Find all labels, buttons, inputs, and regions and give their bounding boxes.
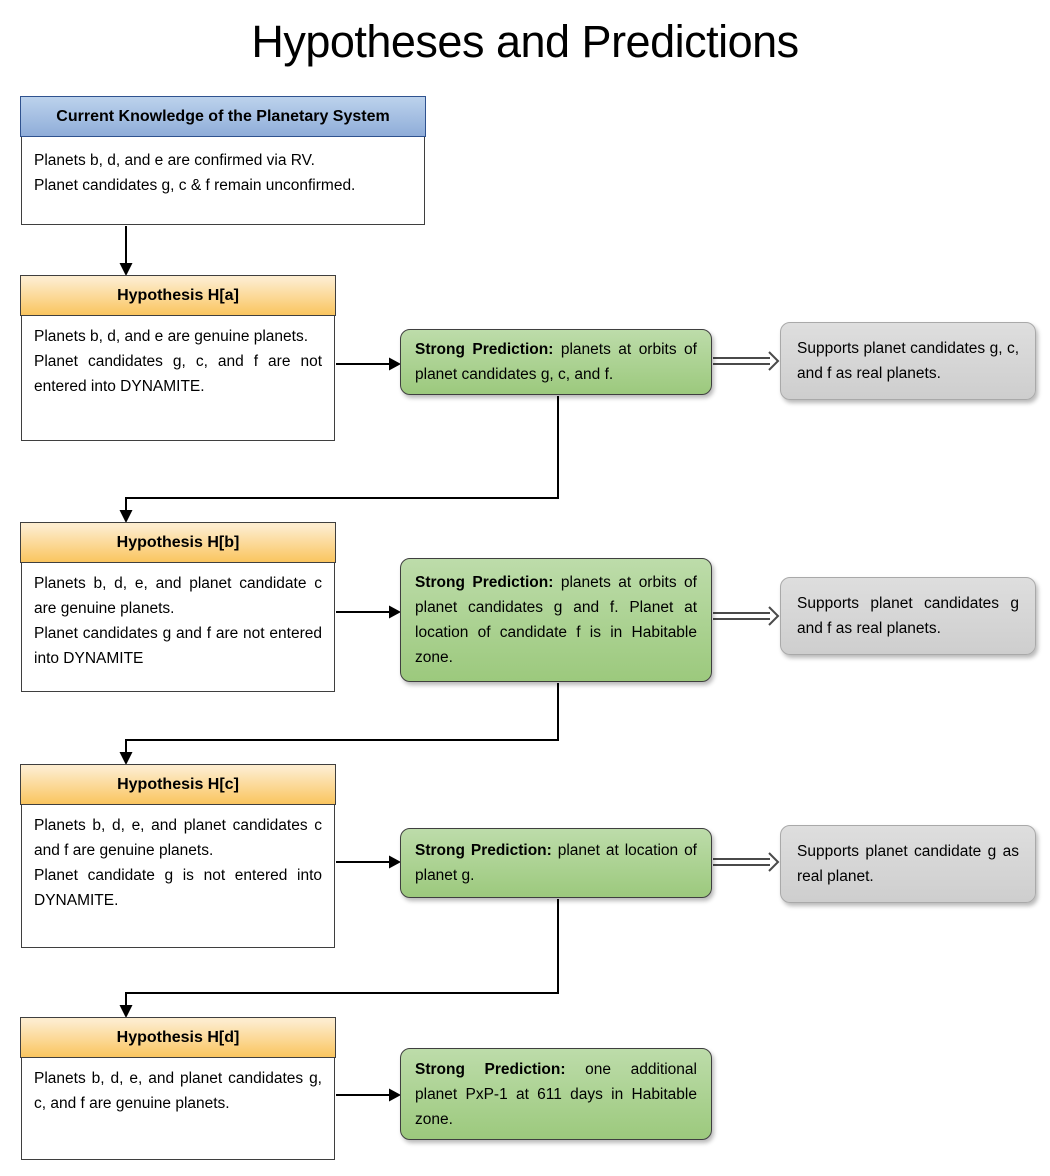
support-c-box: Supports planet candidate g as real plan…: [780, 825, 1036, 903]
current-knowledge-body: Planets b, d, and e are confirmed via RV…: [22, 137, 424, 206]
prediction-a-detail: planets at orbits of planet candidates g…: [415, 341, 697, 383]
support-a-box: Supports planet candidates g, c, and f a…: [780, 322, 1036, 400]
hypothesis-c-box: Hypothesis H[c] Planets b, d, e, and pla…: [20, 764, 336, 948]
hypothesis-c-line-1: Planets b, d, e, and planet candidates c…: [34, 817, 322, 860]
double-arrow-pred3-to-supp3: [713, 852, 780, 872]
double-arrow-pred1-to-supp1: [713, 351, 780, 371]
prediction-c-text: Strong Prediction: planet at location of…: [415, 838, 697, 888]
prediction-a-box: Strong Prediction: planets at orbits of …: [400, 329, 712, 395]
prediction-b-box: Strong Prediction: planets at orbits of …: [400, 558, 712, 682]
arrowhead-down-icon: [119, 1005, 133, 1018]
prediction-c-detail: planet at location of planet g.: [415, 842, 697, 884]
prediction-a-label: Strong Prediction:: [415, 341, 554, 358]
arrowhead-down-icon: [119, 752, 133, 765]
hypothesis-c-header: Hypothesis H[c]: [20, 764, 336, 806]
support-a-text: Supports planet candidates g, c, and f a…: [797, 340, 1019, 382]
hypothesis-a-body: Planets b, d, and e are genuine planets.…: [22, 316, 334, 407]
hypothesis-b-body: Planets b, d, e, and planet candidate c …: [22, 563, 334, 679]
arrowhead-down-icon: [119, 510, 133, 523]
hypothesis-d-box: Hypothesis H[d] Planets b, d, e, and pla…: [20, 1017, 336, 1160]
hypothesis-d-header: Hypothesis H[d]: [20, 1017, 336, 1059]
prediction-b-detail: planets at orbits of planet candidates g…: [415, 574, 697, 666]
hypothesis-d-body: Planets b, d, e, and planet candidates g…: [22, 1058, 334, 1124]
hypothesis-b-line-2: Planet candidates g and f are not entere…: [34, 625, 322, 668]
current-knowledge-box: Current Knowledge of the Planetary Syste…: [20, 96, 426, 225]
knowledge-line-1: Planets b, d, and e are confirmed via RV…: [34, 152, 315, 170]
diagram-title: Hypotheses and Predictions: [251, 16, 799, 67]
prediction-b-label: Strong Prediction:: [415, 574, 554, 591]
support-c-text: Supports planet candidate g as real plan…: [797, 843, 1019, 885]
prediction-b-text: Strong Prediction: planets at orbits of …: [415, 570, 697, 670]
hypothesis-c-body: Planets b, d, e, and planet candidates c…: [22, 805, 334, 921]
double-arrow-pred2-to-supp2: [713, 606, 780, 626]
knowledge-line-2: Planet candidates g, c & f remain unconf…: [34, 177, 356, 195]
support-b-box: Supports planet candidates g and f as re…: [780, 577, 1036, 655]
arrowhead-down-icon: [119, 263, 133, 276]
hypothesis-a-line-1: Planets b, d, and e are genuine planets.: [34, 328, 309, 346]
prediction-d-detail: one additional planet PxP-1 at 611 days …: [415, 1060, 697, 1128]
hypothesis-a-header: Hypothesis H[a]: [20, 275, 336, 317]
prediction-c-box: Strong Prediction: planet at location of…: [400, 828, 712, 898]
hypothesis-b-header: Hypothesis H[b]: [20, 522, 336, 564]
prediction-d-label: Strong Prediction:: [415, 1060, 566, 1078]
hypothesis-d-line-1: Planets b, d, e, and planet candidates g…: [34, 1070, 322, 1113]
prediction-d-text: Strong Prediction: one additional planet…: [415, 1057, 697, 1132]
hypothesis-b-line-1: Planets b, d, e, and planet candidate c …: [34, 575, 322, 618]
prediction-c-label: Strong Prediction:: [415, 842, 552, 859]
hypothesis-a-line-2: Planet candidates g, c, and f are not en…: [34, 353, 322, 396]
elbow-pred2-to-hc: [125, 683, 559, 753]
hypothesis-b-box: Hypothesis H[b] Planets b, d, e, and pla…: [20, 522, 336, 692]
support-b-text: Supports planet candidates g and f as re…: [797, 595, 1019, 637]
current-knowledge-header: Current Knowledge of the Planetary Syste…: [20, 96, 426, 138]
hypothesis-a-box: Hypothesis H[a] Planets b, d, and e are …: [20, 275, 336, 441]
prediction-d-box: Strong Prediction: one additional planet…: [400, 1048, 712, 1140]
hypothesis-c-line-2: Planet candidate g is not entered into D…: [34, 867, 322, 910]
prediction-a-text: Strong Prediction: planets at orbits of …: [415, 337, 697, 387]
